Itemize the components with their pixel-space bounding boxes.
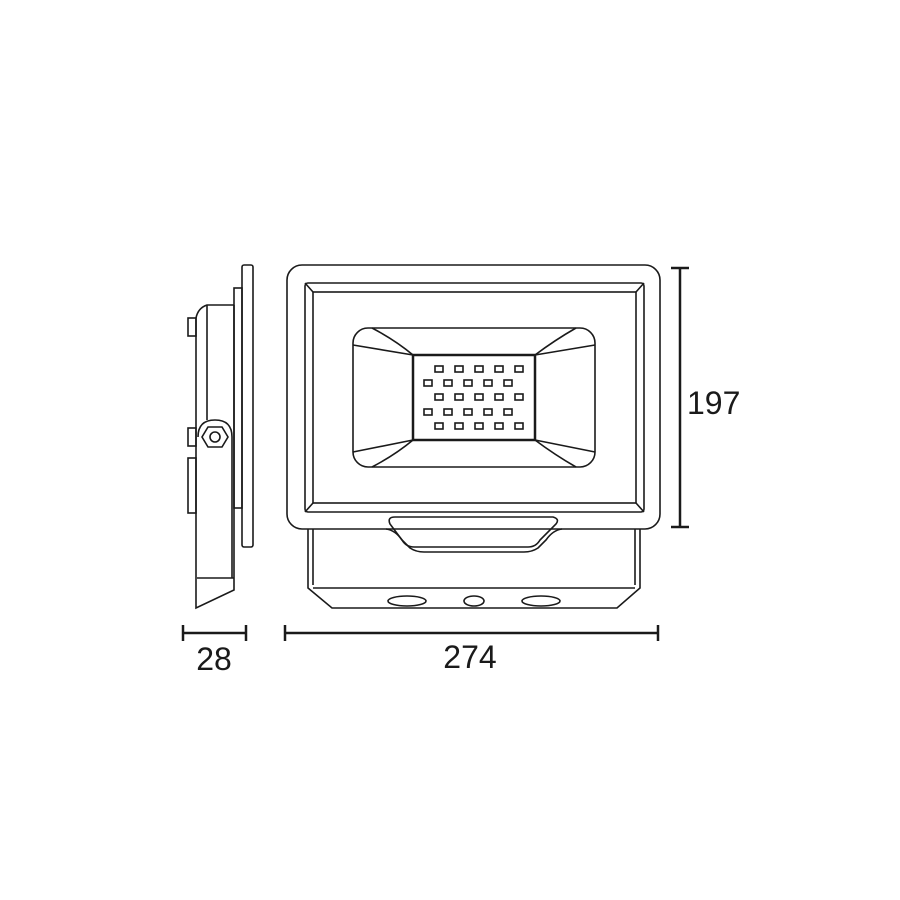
dimension-width: 274 xyxy=(283,625,660,675)
led-chip xyxy=(514,365,524,373)
led-chip xyxy=(494,422,504,430)
cable-gland-left xyxy=(387,595,427,607)
led-chip xyxy=(494,365,504,373)
led-chip xyxy=(474,365,484,373)
led-chip xyxy=(474,393,484,401)
led-chip xyxy=(503,408,513,416)
led-panel xyxy=(411,353,537,442)
led-chip xyxy=(494,393,504,401)
handle-slot xyxy=(388,516,559,548)
width-label: 274 xyxy=(443,639,496,675)
led-chip xyxy=(463,379,473,387)
led-chip xyxy=(454,365,464,373)
nut-icon xyxy=(201,426,229,448)
led-chip xyxy=(483,379,493,387)
led-chip xyxy=(434,393,444,401)
cable-gland-right xyxy=(521,595,561,607)
dimension-depth: 28 xyxy=(181,625,248,677)
led-chip xyxy=(434,365,444,373)
led-chip xyxy=(454,393,464,401)
led-chip xyxy=(514,393,524,401)
vent-hole xyxy=(463,595,485,607)
side-view xyxy=(187,264,254,610)
led-chip xyxy=(514,422,524,430)
led-chip xyxy=(474,422,484,430)
led-chip xyxy=(443,408,453,416)
led-chip xyxy=(483,408,493,416)
led-chip xyxy=(423,408,433,416)
led-chip xyxy=(503,379,513,387)
height-label: 197 xyxy=(687,385,740,421)
led-chip xyxy=(423,379,433,387)
led-chip xyxy=(443,379,453,387)
depth-label: 28 xyxy=(196,641,232,677)
front-view xyxy=(286,264,661,609)
led-chip xyxy=(463,408,473,416)
led-chip xyxy=(454,422,464,430)
dimension-height: 197 xyxy=(671,266,740,529)
led-chip xyxy=(434,422,444,430)
